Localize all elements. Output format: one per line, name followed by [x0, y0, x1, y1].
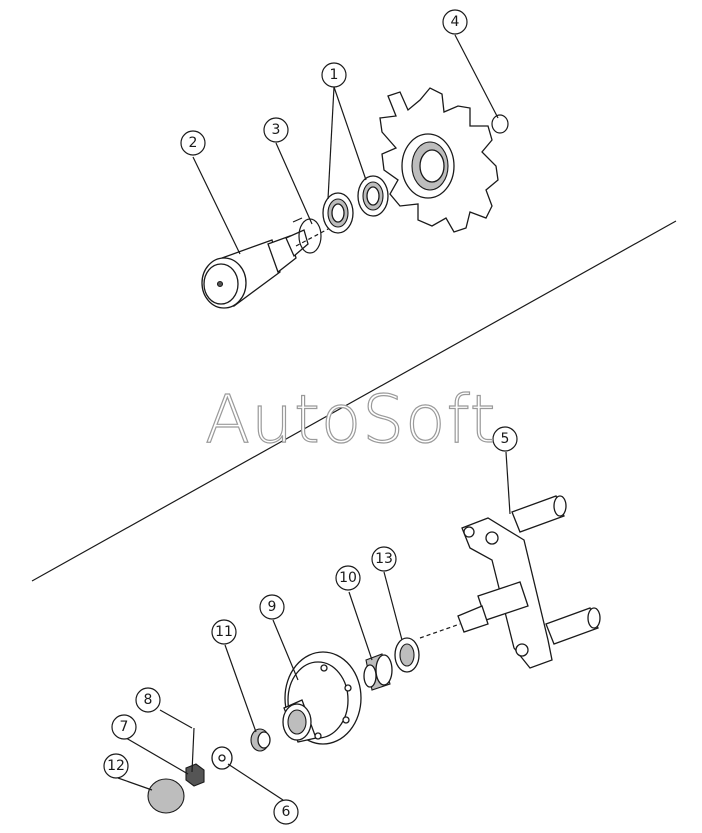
- svg-text:3: 3: [272, 122, 281, 138]
- callout-9: 9: [259, 594, 285, 620]
- section-divider: [31, 220, 677, 582]
- svg-text:7: 7: [120, 719, 129, 735]
- callout-6: 6: [273, 799, 299, 825]
- svg-text:1: 1: [330, 67, 339, 83]
- callout-13: 13: [371, 546, 397, 572]
- part-10-tapered-bearing: [363, 653, 393, 691]
- callout-5: 5: [492, 426, 518, 452]
- part-7-castle-nut: [185, 763, 205, 787]
- callout-8: 8: [135, 687, 161, 713]
- svg-text:11: 11: [215, 624, 233, 640]
- callout-11: 11: [211, 619, 237, 645]
- callout-7: 7: [111, 714, 137, 740]
- lower-axis-dashed: [419, 623, 461, 639]
- part-1-bearing-b: [357, 175, 389, 217]
- callout-1: 1: [321, 62, 347, 88]
- svg-text:10: 10: [339, 570, 357, 586]
- svg-text:4: 4: [451, 14, 460, 30]
- part-12-dust-cap: [147, 778, 185, 814]
- svg-text:13: 13: [375, 551, 393, 567]
- part-8-cotter-pin: [191, 727, 195, 773]
- callout-3: 3: [263, 117, 289, 143]
- leader-lines: [117, 34, 511, 801]
- svg-text:9: 9: [268, 599, 277, 615]
- part-4-small-ring: [491, 114, 509, 134]
- part-1-bearing-a: [322, 192, 354, 234]
- svg-text:5: 5: [501, 431, 510, 447]
- part-5-spindle-bracket: [457, 495, 601, 669]
- part-6-washer: [211, 746, 233, 770]
- svg-text:6: 6: [282, 804, 291, 820]
- callout-4: 4: [442, 9, 468, 35]
- watermark-text: AutoSoft: [205, 381, 496, 458]
- callout-2: 2: [180, 130, 206, 156]
- part-2-shaft: [201, 229, 309, 309]
- sprocket-wheel: [379, 87, 499, 233]
- part-13-bearing-race: [394, 637, 420, 673]
- callout-12: 12: [103, 753, 129, 779]
- part-11-small-bearing: [250, 728, 271, 752]
- part-9-wheel-hub: [282, 651, 362, 745]
- callout-10: 10: [335, 565, 361, 591]
- svg-text:8: 8: [144, 692, 153, 708]
- svg-text:12: 12: [107, 758, 125, 774]
- svg-text:2: 2: [189, 135, 198, 151]
